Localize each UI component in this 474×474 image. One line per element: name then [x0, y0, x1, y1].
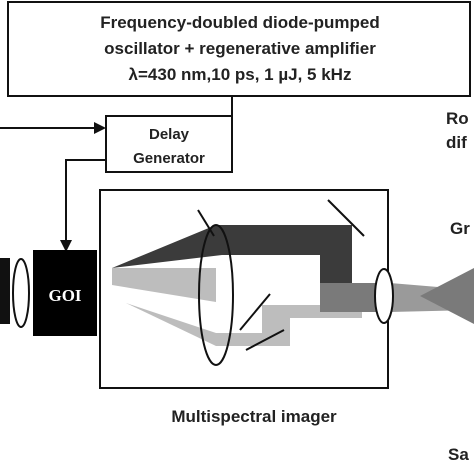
- trigger-line-delay-goi: [65, 159, 106, 240]
- output-lens: [374, 268, 394, 324]
- beam-dark: [112, 225, 352, 283]
- imaging-lens: [198, 224, 234, 366]
- laser-source-line-1: Frequency-doubled diode-pumped: [100, 13, 380, 32]
- mirrors: [197, 199, 365, 351]
- goi-block: GOI: [33, 250, 97, 336]
- goi-label: GOI: [48, 286, 81, 305]
- delay-generator-box: Delay Generator: [105, 115, 233, 173]
- beam-light-lower: [126, 303, 362, 346]
- trigger-arrowhead-goi: [60, 240, 72, 252]
- trigger-arrowhead-delay: [94, 122, 106, 134]
- edge-label-sa: Sa: [448, 445, 469, 464]
- mirror-2: [239, 293, 271, 331]
- camera-body: [0, 258, 10, 324]
- beam-paths: [112, 225, 474, 346]
- laser-source-box: Frequency-doubled diode-pumped oscillato…: [7, 1, 471, 97]
- edge-label-gr: Gr: [450, 219, 470, 238]
- edge-label-dif: dif: [446, 133, 467, 152]
- imager-label: Multispectral imager: [171, 407, 337, 426]
- delay-generator-line-1: Delay: [149, 126, 190, 143]
- mirror-1: [327, 199, 365, 237]
- laser-source-line-3: λ=430 nm,10 ps, 1 µJ, 5 kHz: [129, 65, 352, 84]
- mirror-4: [197, 209, 215, 237]
- edge-label-ro: Ro: [446, 109, 469, 128]
- beam-output-tip: [420, 268, 474, 324]
- beam-mid: [320, 283, 384, 312]
- laser-source-line-2: oscillator + regenerative amplifier: [104, 39, 376, 58]
- mirror-3: [245, 329, 285, 351]
- delay-generator-line-2: Generator: [133, 150, 205, 167]
- beam-light-upper: [112, 268, 216, 302]
- relay-lens: [12, 258, 30, 328]
